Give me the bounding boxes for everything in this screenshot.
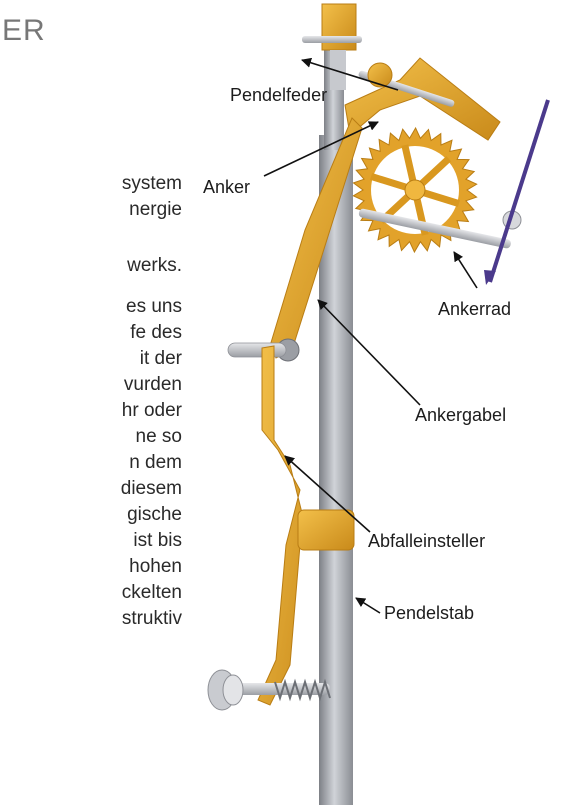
anchor-bracket [345,58,500,140]
label-anker: Anker [203,176,250,198]
suspension-spring [302,4,362,90]
label-ankergabel: Ankergabel [415,404,506,426]
label-pendelstab: Pendelstab [384,602,474,624]
label-abfalleinsteller: Abfalleinsteller [368,530,485,552]
arrow-pendelstab [356,598,380,613]
label-ankerrad: Ankerrad [438,298,511,320]
wheel-hub [405,180,425,200]
label-pendelfeder: Pendelfeder [230,84,327,106]
arrow-ankerrad [454,252,477,288]
